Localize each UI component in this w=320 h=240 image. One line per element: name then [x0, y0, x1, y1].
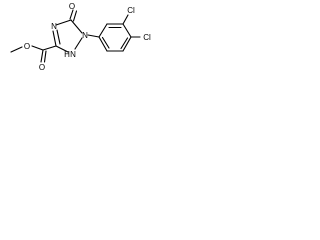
bond-ester-co-a — [40, 49, 44, 63]
ester-bonds — [10, 45, 57, 63]
atom-labels: O N N H N O O Cl Cl — [24, 2, 151, 72]
atom-nh-n: N — [70, 50, 76, 59]
bond-ar-cl-top — [122, 14, 129, 25]
atom-o-carbonyl: O — [69, 2, 75, 11]
bond-c3-ester-c — [42, 45, 57, 51]
bond-ar-inner-b — [120, 37, 129, 50]
triazolone-ring-bonds — [52, 19, 83, 53]
bond-o-methyl — [10, 46, 23, 53]
bond-ester-c-o — [31, 45, 44, 51]
atom-nh-h: H — [64, 50, 70, 59]
bond-ar-6-1 — [98, 36, 108, 52]
atom-cl-top: Cl — [127, 6, 135, 15]
bond-n4-c3-double — [56, 29, 61, 45]
atom-o-ester-carbonyl: O — [39, 63, 45, 72]
atom-n-ring-right: N — [82, 31, 88, 40]
bond-c5-n1 — [70, 19, 83, 34]
carbonyl-bond — [69, 9, 78, 22]
bond-ar-4-5 — [122, 36, 132, 52]
bond-ar-3-4 — [122, 23, 132, 38]
phenyl-ring-bonds — [98, 23, 132, 52]
bond-c5-o-b — [72, 10, 78, 22]
chemical-structure: O N N H N O O Cl Cl — [10, 2, 151, 72]
bond-ar-inner-c — [101, 36, 110, 49]
bond-n1-aryl — [87, 34, 100, 38]
bond-ar-1-2 — [98, 23, 108, 38]
bond-c3-n2 — [55, 45, 69, 53]
atom-o-ester: O — [24, 42, 30, 51]
atom-n-ring-top: N — [51, 22, 57, 31]
bond-ester-co-b — [43, 50, 47, 63]
bond-n4-c3 — [52, 30, 57, 47]
bond-c5-n4 — [55, 19, 72, 26]
atom-cl-right: Cl — [143, 33, 151, 42]
bond-n2-n1 — [74, 37, 83, 50]
bond-c5-o-a — [69, 9, 74, 20]
